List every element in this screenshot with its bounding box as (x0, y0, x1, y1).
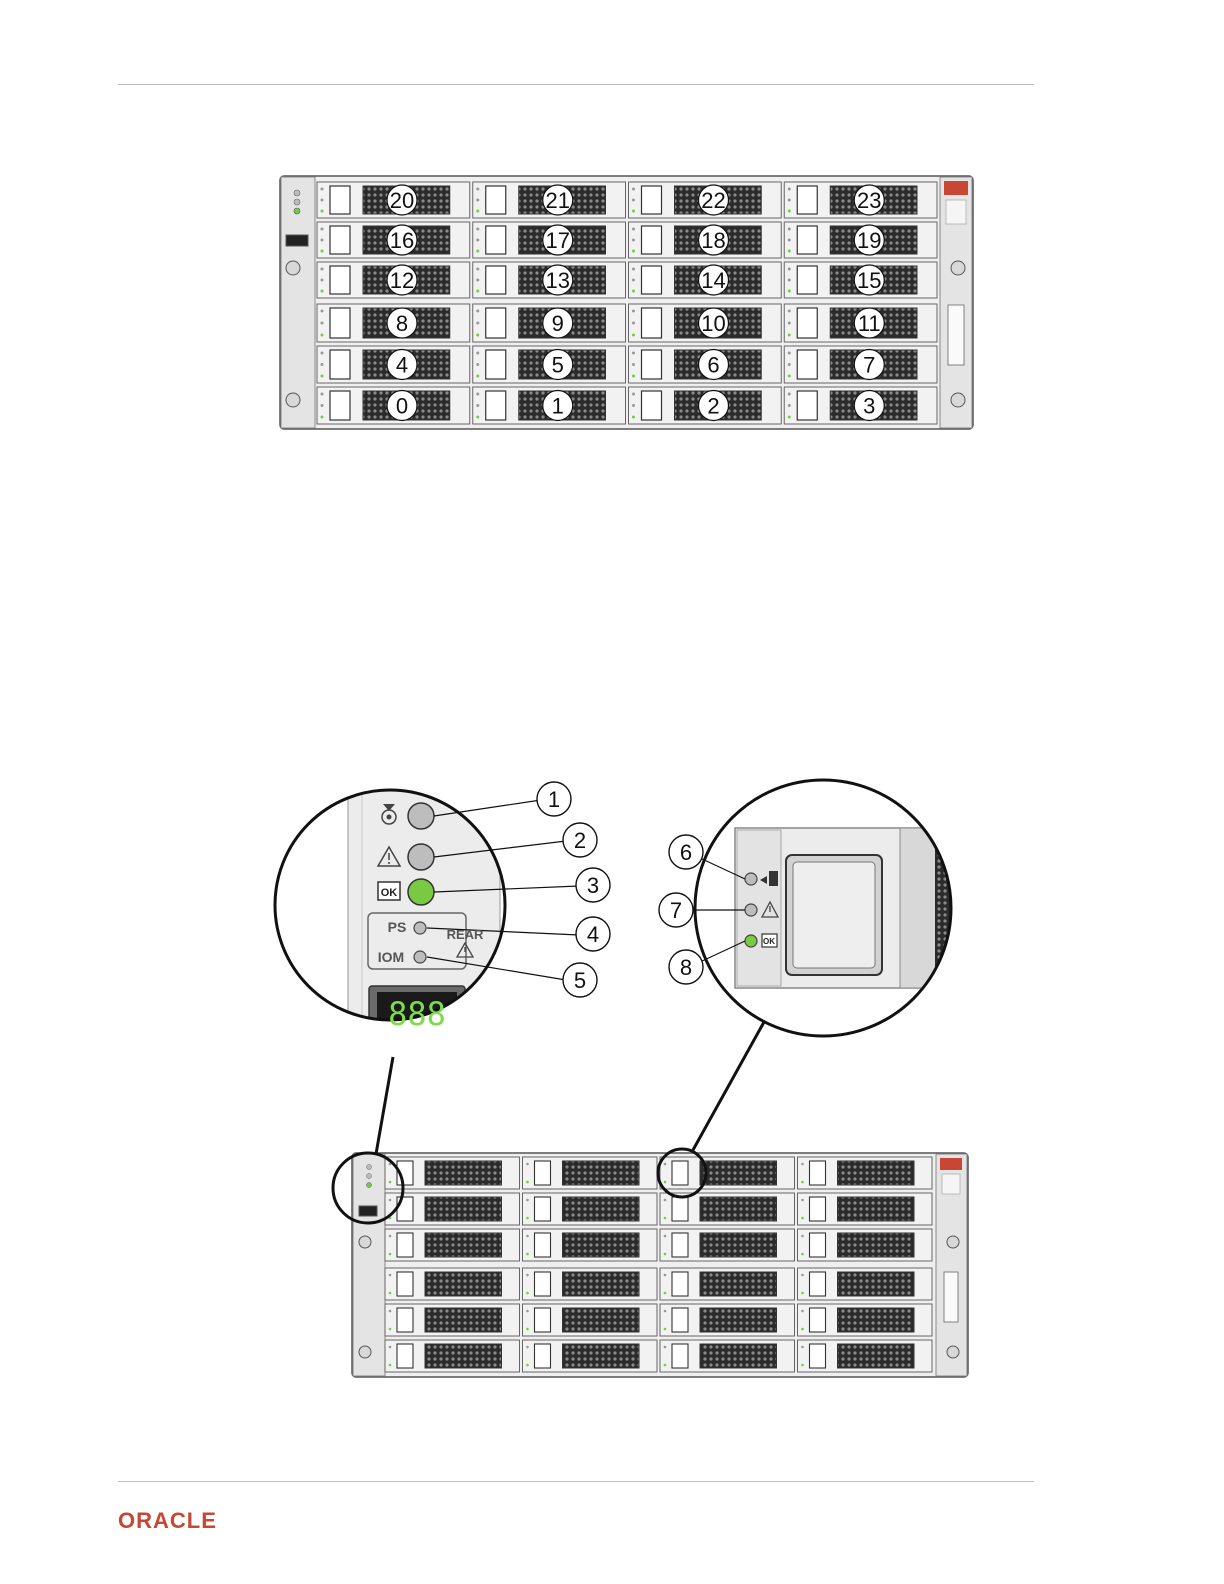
bay-number: 8 (396, 311, 408, 336)
bay-number: 9 (552, 311, 564, 336)
ok-label-drive: OK (763, 937, 775, 946)
callout-marker: 6 (669, 835, 703, 869)
drive-bay: 22 (629, 182, 782, 218)
bay-number: 20 (390, 188, 414, 213)
ps-label: PS (388, 919, 407, 935)
drive-bay (385, 1229, 520, 1261)
bay-number: 1 (552, 394, 564, 419)
drive-bay: 18 (629, 222, 782, 258)
header-rule (118, 84, 1034, 85)
bay-number: 19 (857, 228, 881, 253)
drive-bay: 17 (473, 222, 626, 258)
drive-bay (385, 1304, 520, 1336)
bay-number: 4 (396, 353, 408, 378)
drive-bay (523, 1193, 658, 1225)
drive-bay: 13 (473, 262, 626, 298)
segment-display: 888 (388, 995, 446, 1033)
drive-bay (385, 1157, 520, 1189)
callout-number: 6 (680, 840, 692, 865)
bay-number: 5 (552, 353, 564, 378)
bay-number: 22 (701, 188, 725, 213)
bay-number: 11 (858, 311, 881, 336)
drive-bay (798, 1340, 933, 1372)
drive-bay (523, 1268, 658, 1300)
drive-bay (798, 1229, 933, 1261)
bay-number: 10 (701, 311, 725, 336)
drive-bay (523, 1304, 658, 1336)
callout-marker: 5 (563, 963, 597, 997)
drive-bay: 20 (317, 182, 470, 218)
callout-marker: 3 (576, 868, 610, 902)
bay-number: 18 (701, 228, 725, 253)
drive-bay (660, 1229, 795, 1261)
drive-bay (385, 1268, 520, 1300)
callout-number: 4 (587, 922, 599, 947)
bay-number: 13 (546, 268, 570, 293)
callout-number: 7 (670, 898, 682, 923)
drive-bay (660, 1157, 795, 1189)
drive-bay (660, 1193, 795, 1225)
drive-bay (660, 1340, 795, 1372)
drive-bay: 0 (317, 387, 470, 424)
drive-bay: 10 (629, 304, 782, 342)
drive-bay: 5 (473, 346, 626, 383)
drive-bay: 21 (473, 182, 626, 218)
drive-bay (523, 1340, 658, 1372)
ok-label: OK (381, 887, 398, 899)
callout-marker: 1 (537, 782, 571, 816)
drive-bay (385, 1193, 520, 1225)
drive-bay (385, 1340, 520, 1372)
drive-bay (798, 1193, 933, 1225)
footer-rule (118, 1481, 1034, 1482)
drive-bay (798, 1157, 933, 1189)
drive-bay (798, 1304, 933, 1336)
bay-number: 16 (390, 228, 414, 253)
callout-number: 8 (680, 955, 692, 980)
drive-bay (660, 1304, 795, 1336)
callout-number: 2 (574, 828, 586, 853)
iom-label: IOM (378, 949, 404, 965)
drive-bay: 15 (784, 262, 937, 298)
bay-number: 2 (707, 394, 719, 419)
callout-marker: 7 (659, 893, 693, 927)
bay-number: 6 (707, 353, 719, 378)
callout-number: 5 (574, 968, 586, 993)
bay-number: 3 (863, 394, 875, 419)
drive-bay (798, 1268, 933, 1300)
drive-bay: 19 (784, 222, 937, 258)
drive-bay: 16 (317, 222, 470, 258)
callout-number: 1 (548, 787, 560, 812)
callout-number: 3 (587, 873, 599, 898)
bay-number: 17 (546, 228, 570, 253)
drive-bay: 8 (317, 304, 470, 342)
bay-number: 15 (857, 268, 881, 293)
drive-bay: 12 (317, 262, 470, 298)
drive-bay: 2 (629, 387, 782, 424)
drive-bay: 4 (317, 346, 470, 383)
bay-number: 7 (863, 353, 875, 378)
bay-number: 21 (546, 188, 570, 213)
drive-bay: 7 (784, 346, 937, 383)
callout-marker: 4 (576, 917, 610, 951)
bay-number: 12 (390, 268, 414, 293)
callout-marker: 2 (563, 823, 597, 857)
drive-bay (523, 1157, 658, 1189)
drive-bay: 6 (629, 346, 782, 383)
drive-bay: 11 (784, 304, 937, 342)
drive-bay (660, 1268, 795, 1300)
drive-bay (523, 1229, 658, 1261)
bay-number: 14 (701, 268, 725, 293)
callout-marker: 8 (669, 950, 703, 984)
drive-bay: 14 (629, 262, 782, 298)
bay-number: 23 (857, 188, 881, 213)
drive-bay: 3 (784, 387, 937, 424)
oracle-logo: ORACLE (118, 1508, 217, 1534)
drive-bay: 1 (473, 387, 626, 424)
bay-number: 0 (396, 394, 408, 419)
drive-bay: 23 (784, 182, 937, 218)
rear-label: REAR (447, 927, 484, 942)
drive-bay: 9 (473, 304, 626, 342)
